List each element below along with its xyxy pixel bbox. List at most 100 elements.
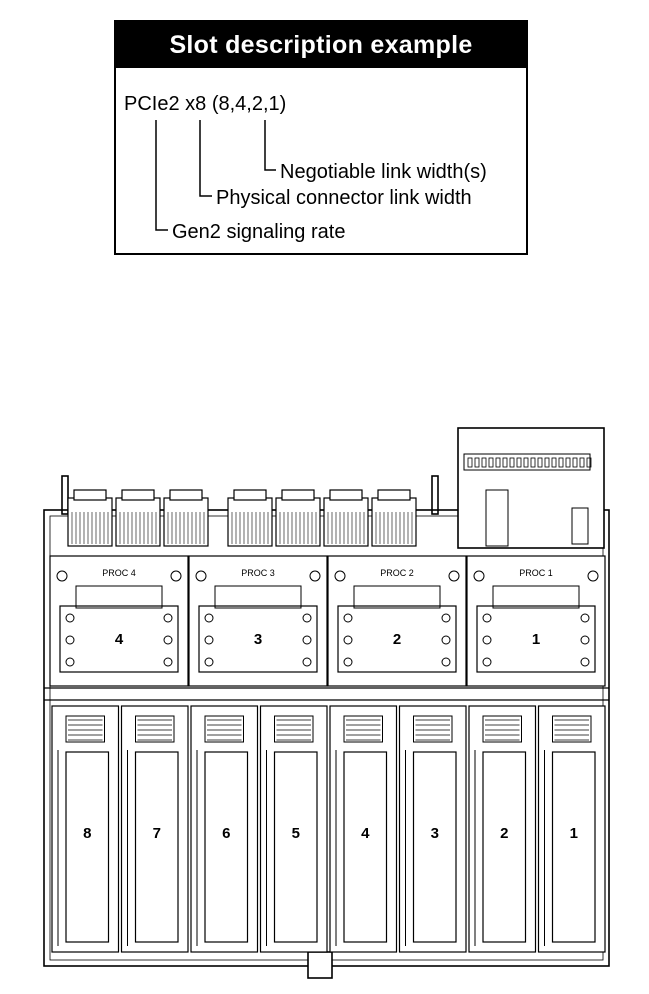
riser-tooth [488, 457, 494, 468]
pcie-connector-body [163, 497, 209, 547]
processor-heatsink [337, 605, 457, 673]
leader-signaling-rate [155, 120, 168, 231]
riser-tooth [572, 457, 578, 468]
processor-mount-screw [448, 570, 460, 582]
pcie-connector [275, 489, 321, 547]
memory-slot-number: 1 [570, 825, 578, 842]
processor-mount-screw [587, 570, 599, 582]
riser-tooth [579, 457, 585, 468]
heatsink-screw [204, 657, 214, 667]
pcie-connector-tab [377, 489, 411, 501]
processor-heatsink [198, 605, 318, 673]
heatsink-screw [343, 635, 353, 645]
pcie-connector [371, 489, 417, 547]
heatsink-screw [580, 657, 590, 667]
cartridge-panel [551, 751, 596, 943]
riser-tooth [474, 457, 480, 468]
processor-module: PROC 33 [188, 555, 328, 687]
riser-tooth [530, 457, 536, 468]
cartridge-panel [204, 751, 249, 943]
heatsink-screw [580, 635, 590, 645]
cartridge-vent [135, 715, 175, 743]
processor-mount-screw [473, 570, 485, 582]
cartridge-vent [552, 715, 592, 743]
heatsink-screw [302, 635, 312, 645]
heatsink-screw [204, 635, 214, 645]
riser-tooth [481, 457, 487, 468]
pcie-connector [323, 489, 369, 547]
heatsink-screw [302, 613, 312, 623]
memory-slot-number: 6 [222, 825, 230, 842]
memory-cartridge: 1 [537, 705, 606, 953]
legend-callout-diagram: PCIe2 x8 (8,4,2,1) Negotiable link width… [124, 93, 487, 243]
processor-label: PROC 2 [380, 568, 414, 578]
slot-description-legend: Slot description example PCIe2 x8 (8,4,2… [114, 20, 528, 255]
heatsink-screw [163, 613, 173, 623]
processor-clip [353, 585, 441, 609]
riser-tooth [495, 457, 501, 468]
riser-tooth [523, 457, 529, 468]
heatsink-screw [441, 613, 451, 623]
front-handle [307, 951, 333, 979]
pcie-connector [163, 489, 209, 547]
processor-clip [75, 585, 163, 609]
io-riser [457, 427, 605, 549]
pcie-connector-body [371, 497, 417, 547]
pcie-slot-connectors [67, 489, 417, 547]
heatsink-screw [65, 657, 75, 667]
legend-title: Slot description example [116, 22, 526, 68]
riser-tooth [502, 457, 508, 468]
pcie-connector-body [275, 497, 321, 547]
memory-slot-number: 4 [361, 825, 370, 842]
left-post [61, 475, 69, 515]
processor-label: PROC 1 [519, 568, 553, 578]
right-post [431, 475, 439, 515]
pcie-connector-body [115, 497, 161, 547]
cartridge-vent [274, 715, 314, 743]
cartridge-panel [134, 751, 179, 943]
processor-module: PROC 2 2 [327, 555, 467, 687]
riser-tooth [551, 457, 557, 468]
pcie-connector-tab [73, 489, 107, 501]
io-riser-latch [571, 507, 589, 545]
pcie-connector-tab [329, 489, 363, 501]
cartridge-vent [204, 715, 244, 743]
heatsink-screw [482, 613, 492, 623]
memory-slot-number: 3 [431, 825, 439, 842]
memory-cartridge: 6 [190, 705, 259, 953]
processor-number: 1 [532, 631, 540, 648]
memory-cartridge: 8 [51, 705, 120, 953]
processor-number: 4 [115, 631, 124, 648]
memory-cartridge: 3 [398, 705, 467, 953]
processor-number: 2 [393, 631, 401, 648]
riser-tooth [467, 457, 473, 468]
io-riser-teeth [467, 457, 592, 468]
callout-physical-width: Physical connector link width [216, 187, 472, 209]
callout-negotiable-width: Negotiable link width(s) [280, 161, 487, 183]
pcie-connector-tab [233, 489, 267, 501]
cartridge-frame [537, 705, 606, 953]
cartridge-frame [51, 705, 120, 953]
heatsink-screw [163, 635, 173, 645]
cartridge-frame [190, 705, 259, 953]
processor-mount-screw [195, 570, 207, 582]
io-riser-bracket [485, 489, 509, 547]
cartridge-vent [413, 715, 453, 743]
memory-cartridge: 7 [120, 705, 189, 953]
processor-heatsink [59, 605, 179, 673]
heatsink-screw [163, 657, 173, 667]
pcie-connector-tab [121, 489, 155, 501]
processor-number: 3 [254, 631, 262, 648]
leader-negotiable-width [264, 120, 276, 171]
io-riser-connector [463, 453, 591, 471]
pcie-connector [227, 489, 273, 547]
riser-tooth [558, 457, 564, 468]
heatsink-screw [65, 635, 75, 645]
memory-slot-number: 8 [83, 825, 91, 842]
cartridge-panel [412, 751, 457, 943]
processor-mount-screw [56, 570, 68, 582]
riser-tooth [544, 457, 550, 468]
callout-leader-lines [155, 120, 276, 231]
